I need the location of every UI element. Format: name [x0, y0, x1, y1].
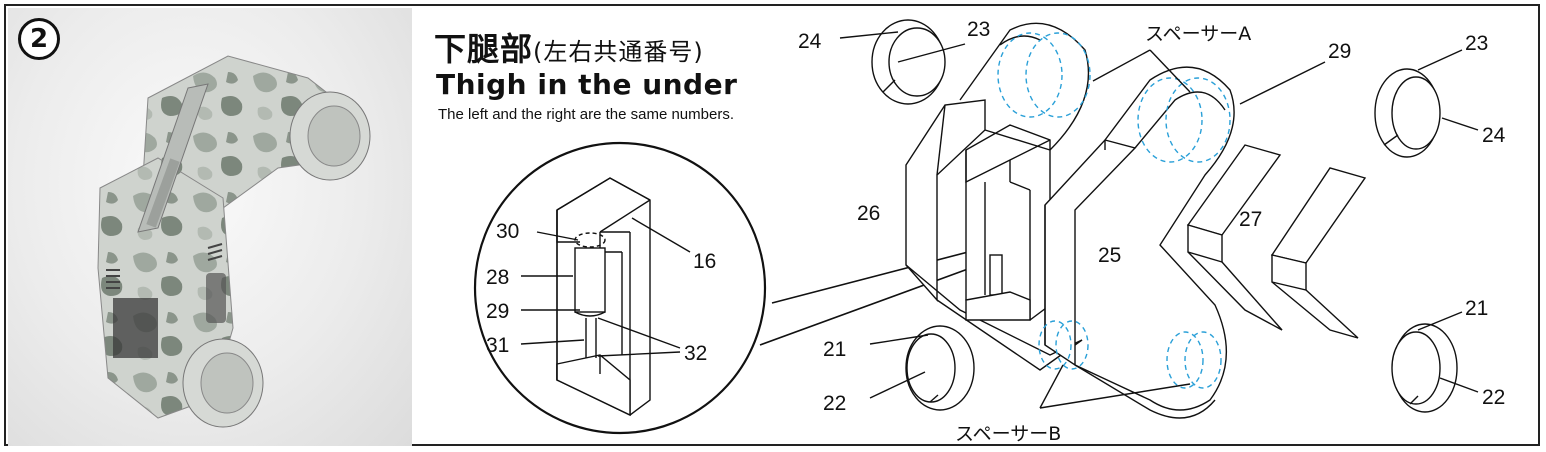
part-16 — [965, 124, 1051, 321]
label-spacer-a: スペーサーA — [1145, 23, 1251, 45]
step-number: 2 — [29, 24, 49, 54]
label-29-main: 29 — [1328, 40, 1351, 63]
title-japanese-main: 下腿部 — [434, 30, 534, 68]
part-21-22-right — [1391, 323, 1458, 413]
label-23-top: 23 — [967, 18, 990, 41]
label-29-detail: 29 — [486, 300, 509, 323]
label-32: 32 — [684, 342, 707, 365]
label-26: 26 — [857, 202, 880, 225]
instruction-frame: 2 下腿部(左右共通番号) Thigh in the under The lef… — [4, 4, 1540, 446]
part-27-plate-a — [1186, 144, 1283, 331]
model-photo: 2 — [8, 8, 412, 446]
spacer-a-right-outer — [1137, 77, 1203, 163]
label-21-left: 21 — [823, 338, 846, 361]
part-27-plate-b — [1270, 167, 1367, 339]
part-16-detail — [556, 177, 651, 417]
spacer-a-left-outer — [997, 32, 1063, 118]
label-25: 25 — [1098, 244, 1121, 267]
spacer-b-left-inner — [1055, 320, 1089, 370]
label-spacer-b: スペーサーB — [955, 423, 1061, 445]
title-japanese-sub: (左右共通番号) — [533, 38, 704, 66]
label-16: 16 — [693, 250, 716, 273]
title-japanese: 下腿部(左右共通番号) — [434, 24, 704, 70]
label-28: 28 — [486, 266, 509, 289]
part-23-24-right — [1374, 68, 1441, 158]
spacer-b-right-inner — [1184, 331, 1222, 389]
title-english: Thigh in the under — [436, 68, 738, 101]
label-23-right: 23 — [1465, 32, 1488, 55]
label-30: 30 — [496, 220, 519, 243]
label-24-top: 24 — [798, 30, 822, 53]
part-25 — [1044, 66, 1235, 419]
spacer-a-left-inner — [1025, 32, 1091, 118]
spacer-b-left-outer — [1038, 320, 1072, 370]
camo-leg-model-image — [97, 55, 371, 428]
part-21-22-bottom-left — [905, 325, 975, 411]
spacer-a-right-inner — [1165, 77, 1231, 163]
part-23-24-top-left — [871, 19, 946, 105]
part-26-top-lobe — [959, 22, 1090, 151]
label-31: 31 — [486, 334, 509, 357]
spacer-b-right-outer — [1166, 331, 1204, 389]
same-numbers-note: The left and the right are the same numb… — [438, 106, 734, 123]
label-22-right: 22 — [1482, 386, 1505, 409]
step-number-badge: 2 — [18, 18, 60, 60]
label-27: 27 — [1239, 208, 1262, 231]
label-24-right: 24 — [1482, 124, 1506, 147]
label-22-left: 22 — [823, 392, 846, 415]
label-21-right: 21 — [1465, 297, 1488, 320]
